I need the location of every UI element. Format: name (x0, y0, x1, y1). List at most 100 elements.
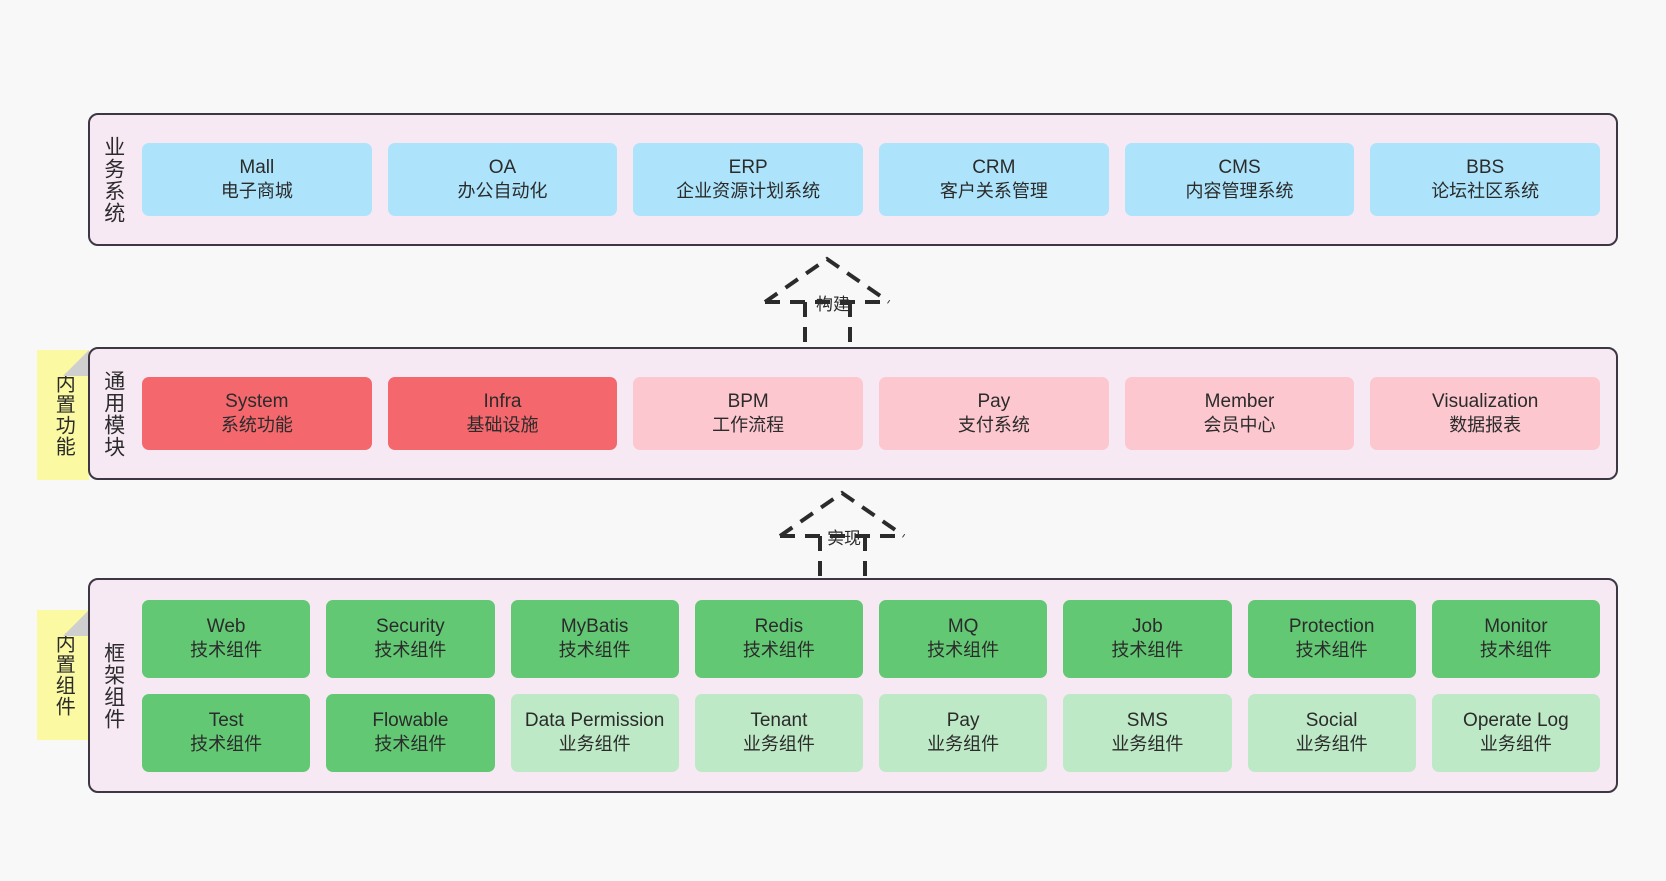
card-title: Pay (946, 709, 980, 731)
card-title: Infra (483, 390, 522, 412)
card-title: Security (376, 615, 445, 637)
card-subtitle: 支付系统 (957, 415, 1030, 436)
card-data-permission[interactable]: Data Permission 业务组件 (510, 693, 679, 772)
card-mybatis[interactable]: MyBatis 技术组件 (510, 599, 679, 678)
card-subtitle: 论坛社区系统 (1431, 181, 1540, 202)
card-sms[interactable]: SMS 业务组件 (1063, 693, 1232, 772)
layer-body-common-modules: System 系统功能 Infra 基础设施 BPM 工作流程 Pay 支付系统… (136, 349, 1616, 478)
card-security[interactable]: Security 技术组件 (326, 599, 495, 678)
card-title: Tenant (750, 709, 808, 731)
card-system[interactable]: System 系统功能 (142, 377, 372, 450)
card-row: Web 技术组件 Security 技术组件 MyBatis 技术组件 Redi… (142, 599, 1600, 678)
card-visualization[interactable]: Visualization 数据报表 (1370, 377, 1601, 450)
card-crm[interactable]: CRM 客户关系管理 (879, 143, 1109, 216)
card-title: BPM (727, 390, 769, 412)
card-title: Visualization (1432, 390, 1539, 412)
card-subtitle: 技术组件 (1295, 640, 1368, 661)
card-subtitle: 技术组件 (742, 640, 815, 661)
connector-implement-label: 实现 (827, 529, 861, 548)
note-built-in-components: 内置组件 (37, 610, 89, 740)
card-mall[interactable]: Mall 电子商城 (142, 143, 372, 216)
card-subtitle: 技术组件 (190, 734, 263, 755)
layer-title-business-system: 业务系统 (101, 135, 125, 224)
card-row: Mall 电子商城 OA 办公自动化 ERP 企业资源计划系统 CRM 客户关系… (142, 143, 1601, 216)
card-pay[interactable]: Pay 支付系统 (879, 377, 1109, 450)
card-title: Job (1132, 615, 1163, 637)
layer-title-common-modules: 通用模块 (101, 369, 125, 458)
card-subtitle: 客户关系管理 (939, 181, 1048, 202)
card-test[interactable]: Test 技术组件 (142, 693, 311, 772)
note-label: 内置组件 (52, 633, 75, 717)
card-redis[interactable]: Redis 技术组件 (694, 599, 863, 678)
card-title: Operate Log (1463, 709, 1569, 731)
card-title: ERP (728, 156, 768, 178)
layer-framework-components: 框架组件 Web 技术组件 Security 技术组件 MyBatis 技术组件… (88, 578, 1618, 793)
connector-build-label: 构建 (816, 295, 850, 314)
card-subtitle: 业务组件 (927, 734, 1000, 755)
card-subtitle: 系统功能 (220, 415, 293, 436)
layer-business-system: 业务系统 Mall 电子商城 OA 办公自动化 ERP 企业资源计划系统 CRM… (88, 113, 1618, 246)
card-operate-log[interactable]: Operate Log 业务组件 (1431, 693, 1600, 772)
card-job[interactable]: Job 技术组件 (1063, 599, 1232, 678)
card-subtitle: 数据报表 (1449, 415, 1522, 436)
card-flowable[interactable]: Flowable 技术组件 (326, 693, 495, 772)
card-subtitle: 技术组件 (374, 734, 447, 755)
card-member[interactable]: Member 会员中心 (1124, 377, 1355, 450)
card-title: Web (206, 615, 246, 637)
card-title: System (225, 390, 289, 412)
card-title: SMS (1126, 709, 1168, 731)
card-tenant[interactable]: Tenant 业务组件 (694, 693, 863, 772)
card-title: Redis (754, 615, 804, 637)
card-title: Member (1204, 390, 1275, 412)
card-subtitle: 业务组件 (1479, 734, 1552, 755)
card-subtitle: 业务组件 (742, 734, 815, 755)
card-title: CRM (972, 156, 1016, 178)
card-title: MyBatis (560, 615, 629, 637)
card-erp[interactable]: ERP 企业资源计划系统 (633, 143, 864, 216)
layer-common-modules: 通用模块 System 系统功能 Infra 基础设施 BPM 工作流程 Pay… (88, 347, 1618, 480)
layer-title-framework-components: 框架组件 (101, 641, 125, 730)
card-title: Data Permission (524, 709, 665, 731)
note-built-in-functions: 内置功能 (37, 350, 89, 480)
card-row: Test 技术组件 Flowable 技术组件 Data Permission … (142, 693, 1600, 772)
card-subtitle: 技术组件 (558, 640, 631, 661)
card-subtitle: 技术组件 (374, 640, 447, 661)
card-subtitle: 业务组件 (558, 734, 631, 755)
card-title: BBS (1466, 156, 1505, 178)
card-subtitle: 业务组件 (1111, 734, 1184, 755)
card-subtitle: 技术组件 (927, 640, 1000, 661)
card-subtitle: 企业资源计划系统 (676, 181, 821, 202)
card-title: Pay (977, 390, 1011, 412)
card-subtitle: 电子商城 (220, 181, 293, 202)
card-subtitle: 技术组件 (190, 640, 263, 661)
card-mq[interactable]: MQ 技术组件 (879, 599, 1048, 678)
card-bbs[interactable]: BBS 论坛社区系统 (1370, 143, 1601, 216)
card-subtitle: 基础设施 (466, 415, 539, 436)
note-label: 内置功能 (52, 373, 75, 457)
card-row: System 系统功能 Infra 基础设施 BPM 工作流程 Pay 支付系统… (142, 377, 1601, 450)
card-subtitle: 技术组件 (1479, 640, 1552, 661)
card-title: Social (1305, 709, 1358, 731)
card-pay-business[interactable]: Pay 业务组件 (879, 693, 1048, 772)
card-title: OA (488, 156, 517, 178)
card-protection[interactable]: Protection 技术组件 (1247, 599, 1416, 678)
card-title: Flowable (372, 709, 449, 731)
layer-body-business-system: Mall 电子商城 OA 办公自动化 ERP 企业资源计划系统 CRM 客户关系… (136, 115, 1616, 244)
card-title: Protection (1288, 615, 1375, 637)
card-subtitle: 内容管理系统 (1185, 181, 1294, 202)
card-bpm[interactable]: BPM 工作流程 (633, 377, 864, 450)
card-title: CMS (1218, 156, 1261, 178)
card-subtitle: 会员中心 (1203, 415, 1276, 436)
card-monitor[interactable]: Monitor 技术组件 (1431, 599, 1600, 678)
card-title: Test (208, 709, 244, 731)
card-subtitle: 技术组件 (1111, 640, 1184, 661)
card-oa[interactable]: OA 办公自动化 (387, 143, 618, 216)
card-subtitle: 业务组件 (1295, 734, 1368, 755)
card-cms[interactable]: CMS 内容管理系统 (1124, 143, 1355, 216)
card-web[interactable]: Web 技术组件 (142, 599, 311, 678)
card-subtitle: 工作流程 (712, 415, 785, 436)
card-title: Monitor (1484, 615, 1548, 637)
card-infra[interactable]: Infra 基础设施 (387, 377, 618, 450)
card-social[interactable]: Social 业务组件 (1247, 693, 1416, 772)
